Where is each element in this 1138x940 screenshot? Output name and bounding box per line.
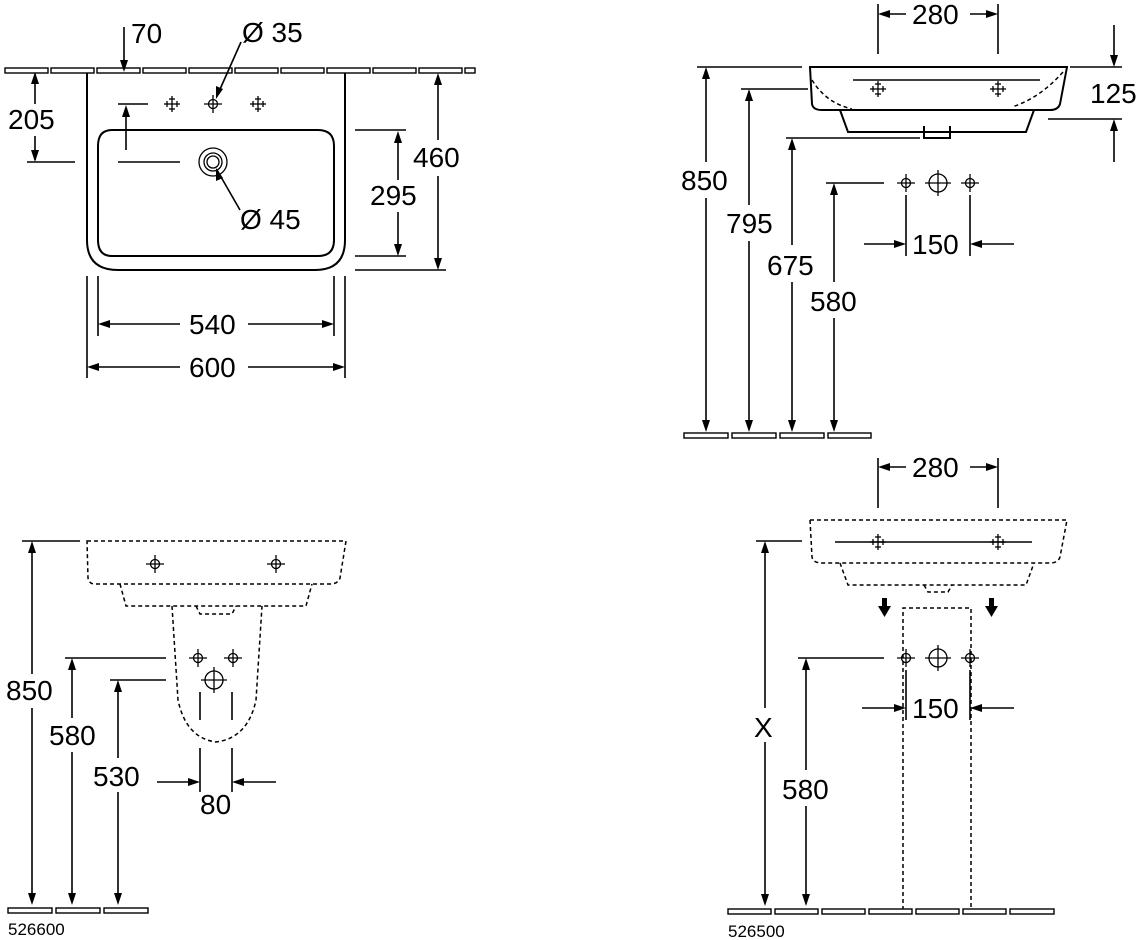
tap-hole-icon	[203, 94, 223, 114]
bowl-depth-label: 295	[370, 180, 417, 211]
waste-diameter-label: Ø 45	[240, 204, 301, 235]
basin-side-outline	[808, 66, 1069, 111]
basin-thickness-label: 125	[1090, 78, 1137, 109]
waste-height-label: 530	[93, 761, 140, 792]
tap-spacing-label: 280	[912, 0, 959, 30]
pedestal-view: 280 150 X	[727, 452, 1068, 940]
rim-height-label: 850	[681, 165, 728, 196]
supply-point-icon	[960, 648, 980, 668]
supply-point-icon	[896, 173, 916, 193]
total-depth-label: 460	[413, 142, 460, 173]
supply-point-icon	[188, 648, 208, 668]
rim-height-label: 850	[6, 675, 53, 706]
tap-spacing-label: 280	[912, 452, 959, 483]
article-code: 526600	[8, 920, 65, 939]
waste-outlet-icon	[198, 147, 228, 177]
tap-hole-icon	[989, 80, 1007, 98]
waste-point-icon	[924, 169, 952, 197]
inner-width-label: 540	[189, 309, 236, 340]
supply-spacing-label: 150	[912, 229, 959, 260]
waste-point-icon	[200, 666, 228, 694]
article-code: 526500	[728, 922, 785, 940]
side-view: 280 125 150	[681, 0, 1137, 439]
wall-line	[4, 67, 476, 74]
floor-line	[683, 432, 872, 439]
tap-hole-option-icon	[249, 95, 267, 113]
down-arrow-icon	[985, 598, 998, 617]
waste-height-label: 675	[767, 250, 814, 281]
supply-point-icon	[223, 648, 243, 668]
pedestal-width-label: 80	[200, 789, 231, 820]
tap-hole-icon	[145, 554, 165, 574]
tap-hole-icon	[869, 80, 887, 98]
basin-dashed-outline	[86, 540, 347, 585]
front-view: 70 Ø 35 205 Ø 45 295 460	[4, 17, 476, 383]
supply-height-label: 580	[810, 286, 857, 317]
tap-hole-icon	[869, 533, 887, 551]
overflow-height-label: 795	[726, 208, 773, 239]
tap-hole-icon	[266, 554, 286, 574]
waste-point-icon	[924, 644, 952, 672]
total-width-label: 600	[189, 352, 236, 383]
supply-point-icon	[896, 648, 916, 668]
floor-line	[727, 908, 1055, 915]
variable-height-label: X	[754, 712, 773, 743]
tap-hole-icon	[989, 533, 1007, 551]
tap-hole-option-icon	[163, 95, 181, 113]
floor-line	[7, 907, 149, 914]
bowl-outline	[97, 129, 335, 257]
semi-pedestal-outline	[171, 605, 263, 743]
overflow-height-label: 205	[8, 104, 55, 135]
tap-hole-diameter-label: Ø 35	[242, 17, 303, 48]
tap-hole-offset-label: 70	[131, 18, 162, 49]
basin-dashed-outline	[809, 519, 1068, 564]
supply-height-label: 580	[782, 774, 829, 805]
basin-outline	[86, 73, 346, 271]
pedestal-outline	[902, 607, 972, 910]
down-arrow-icon	[878, 598, 891, 617]
semi-pedestal-view: 850 580 530 80 526600	[6, 540, 347, 939]
supply-height-label: 580	[49, 720, 96, 751]
supply-point-icon	[960, 173, 980, 193]
supply-spacing-label: 150	[912, 693, 959, 724]
